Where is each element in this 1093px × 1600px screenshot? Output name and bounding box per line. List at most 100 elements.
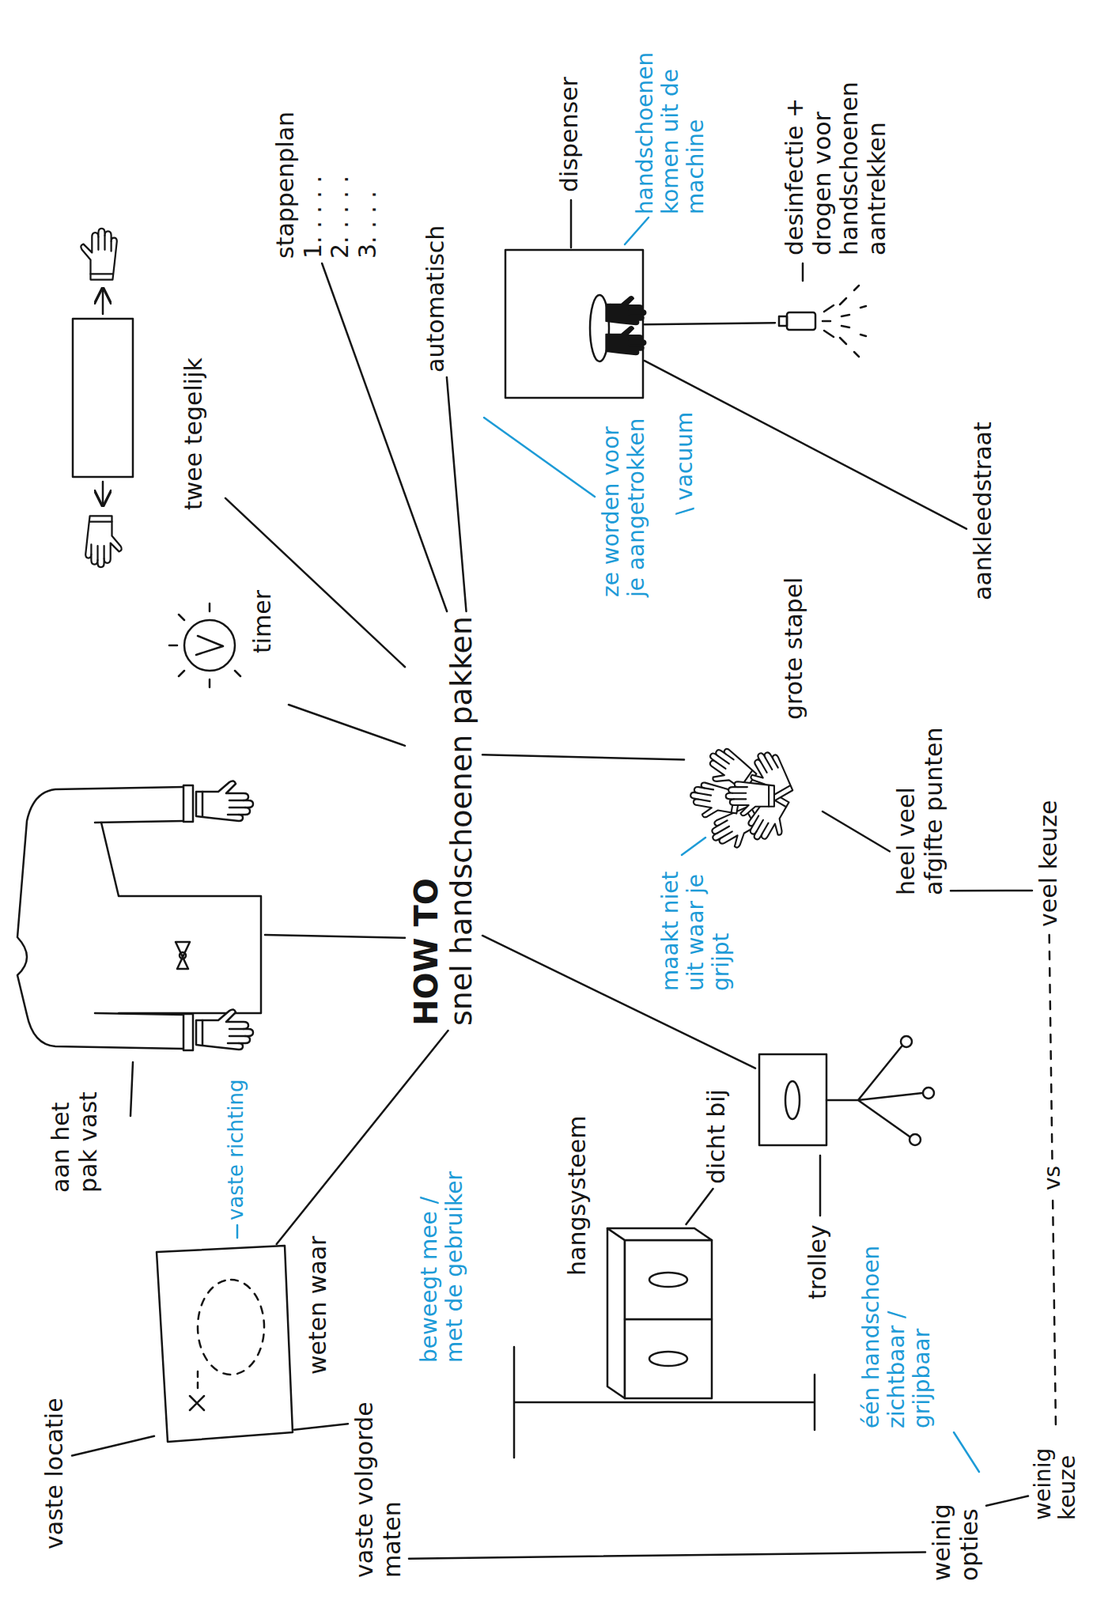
note-slot: maakt niet uit waar je grijpt bbox=[658, 860, 735, 991]
trolley-drawing bbox=[759, 1054, 827, 1146]
two-hands-drawing bbox=[85, 515, 122, 568]
spray-drawing bbox=[786, 312, 816, 330]
trolley-drawing bbox=[900, 1036, 912, 1048]
hanging-rack-drawing bbox=[514, 1228, 815, 1458]
blue-note: maakt niet uit waar je grijpt bbox=[658, 860, 735, 991]
topic-text: weinig opties bbox=[928, 1478, 984, 1581]
branch-line bbox=[644, 322, 776, 325]
note-slot: ze worden voor je aangetrokken bbox=[598, 411, 650, 598]
two-hands-drawing bbox=[80, 228, 118, 280]
notepad-drawing bbox=[189, 1395, 205, 1411]
blue-note: één handschoen zichtbaar / grijpbaar bbox=[858, 1238, 936, 1429]
note-leader bbox=[953, 1432, 980, 1472]
timer-drawing bbox=[196, 635, 224, 655]
trolley-drawing bbox=[909, 1134, 921, 1146]
dispenser-box: dispenser bbox=[502, 247, 645, 402]
suit-figure bbox=[196, 1009, 254, 1050]
edge-label: vs bbox=[1040, 1161, 1066, 1195]
topic-text: dispenser bbox=[555, 76, 584, 193]
hanging-rack-drawing bbox=[649, 1351, 688, 1366]
trolley-drawing bbox=[785, 1081, 800, 1120]
idea-text: veel keuze bbox=[1032, 794, 1067, 932]
note-slot: vaste richting bbox=[224, 1079, 249, 1221]
topic-text: veel keuze bbox=[1035, 799, 1063, 927]
blue-note: vaste richting bbox=[224, 1079, 249, 1221]
sketch-layer bbox=[17, 200, 980, 1472]
note-leader bbox=[484, 417, 595, 497]
idea-text: automatisch bbox=[419, 220, 454, 378]
branch-line bbox=[264, 934, 405, 938]
notepad-drawing bbox=[156, 1245, 293, 1442]
topic-text: trolley bbox=[804, 1224, 833, 1300]
idea-text: vaste locatie bbox=[37, 1392, 72, 1555]
dispenser-drawing bbox=[605, 296, 646, 325]
leader-line bbox=[570, 200, 573, 248]
idea-text: aankleedstraat bbox=[966, 416, 1001, 606]
topic-text: desinfectie + drogen voor handschoenen a… bbox=[781, 69, 891, 256]
branch-line bbox=[294, 1423, 348, 1430]
two-hands-drawing bbox=[102, 481, 105, 506]
topic-text: 3. . . . bbox=[354, 111, 382, 259]
idea-text: weinig keuze bbox=[1028, 1424, 1084, 1525]
topic-text: automatisch bbox=[422, 225, 451, 373]
idea-text: stappenplan1. . . . .2. . . . .3. . . . bbox=[268, 106, 385, 264]
branch-line bbox=[950, 889, 1033, 893]
hands-sketch: twee tegelijk bbox=[63, 208, 226, 580]
topic-text: stappenplan bbox=[272, 111, 300, 259]
suit-figure bbox=[175, 941, 190, 969]
hanging-rack: hangsysteem bbox=[605, 1224, 716, 1403]
note-leader bbox=[681, 837, 706, 855]
dash-mark bbox=[819, 1155, 822, 1216]
branch-line bbox=[408, 1551, 926, 1559]
timer-drawing bbox=[169, 603, 241, 688]
spray-drawing bbox=[779, 285, 867, 357]
edge-label-slot: vs bbox=[1040, 1161, 1066, 1195]
branch-line bbox=[822, 811, 890, 851]
topic-text: vaste locatie bbox=[41, 1397, 69, 1550]
dash-mark bbox=[236, 1225, 239, 1238]
dash-mark bbox=[130, 1062, 133, 1116]
topic-text: hangsysteem bbox=[563, 1115, 592, 1276]
note-slot: beweegt mee / met de gebruiker bbox=[416, 1153, 468, 1363]
note-leader bbox=[624, 217, 649, 245]
suit-figure bbox=[183, 1013, 193, 1051]
suit-figure bbox=[17, 780, 261, 1051]
suit-figure bbox=[196, 780, 254, 821]
topic-text: twee tegelijk bbox=[180, 357, 209, 511]
dash-mark bbox=[801, 263, 805, 281]
topic-text: vaste volgorde maten bbox=[351, 1387, 406, 1578]
suit-figure bbox=[101, 822, 261, 1014]
spray-drawing bbox=[779, 316, 787, 326]
notepad-drawing bbox=[197, 1279, 265, 1375]
branch-line bbox=[225, 498, 405, 667]
topic-text: 2. . . . . bbox=[326, 111, 355, 259]
blue-note: ze worden voor je aangetrokken bbox=[598, 411, 650, 598]
trolley-drawing bbox=[759, 1036, 935, 1146]
suit-figure bbox=[183, 785, 193, 822]
hanging-rack-drawing bbox=[624, 1319, 712, 1399]
topic-text: aankleedstraat bbox=[969, 421, 998, 601]
note-slot: \ vacuum bbox=[672, 412, 698, 515]
notepad-drawing bbox=[196, 1369, 200, 1388]
two-hands-drawing bbox=[72, 228, 133, 568]
dispenser-drawing bbox=[505, 249, 643, 398]
idea-text: dicht bij bbox=[699, 1084, 734, 1189]
topic-text: timer bbox=[249, 589, 277, 654]
topic-text: heel veel afgifte punten bbox=[892, 717, 948, 896]
spray-drawing bbox=[822, 285, 867, 357]
glove-pile-drawing bbox=[726, 781, 775, 816]
trolley-drawing bbox=[826, 1046, 923, 1137]
blue-note: handschoenen komen uit de machine bbox=[632, 44, 710, 215]
note-slot: handschoenen komen uit de machine bbox=[632, 44, 710, 215]
notepad-sketch: weten waar bbox=[154, 1244, 295, 1454]
topic-text: weten waar bbox=[304, 1236, 333, 1375]
dispenser-drawing bbox=[605, 326, 646, 355]
topic-text: aan het pak vast bbox=[47, 1085, 103, 1193]
suit-figure bbox=[179, 952, 186, 959]
idea-text: vaste volgorde maten bbox=[347, 1383, 409, 1583]
glove-pile: grote stapel bbox=[684, 571, 823, 853]
two-hands-drawing bbox=[102, 288, 105, 314]
topic-text: snel handschoenen pakken bbox=[444, 616, 480, 1026]
dispenser-drawing bbox=[505, 249, 647, 398]
